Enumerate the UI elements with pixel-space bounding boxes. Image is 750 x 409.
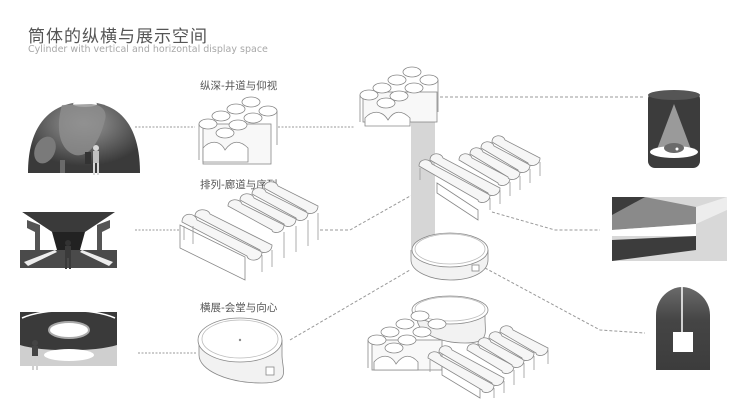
connector-vault-to-stack [320,181,436,231]
label-vertical: 纵深-井道与仰视 [200,80,278,92]
render-oculus-hall [20,309,117,370]
combined-round-hall [411,295,489,344]
cylinder-light-cone-icon [648,90,700,168]
combined-cylinder-cluster [367,310,447,371]
corridor-perspective-icon [612,197,727,261]
stack-cylinder-cluster [359,66,439,127]
connector-right-arrangement [491,211,600,231]
render-arched-corridor [20,212,117,270]
combined-plan [367,295,549,399]
person-figure [65,240,71,269]
module-vault-row [179,181,319,281]
module-cylinder-cluster [198,96,278,165]
person-figure [85,145,99,175]
module-round-hall [197,317,284,384]
page-title: 筒体的纵横与展示空间 [28,27,208,47]
label-horizontal: 横展-会堂与向心 [200,302,278,314]
combined-vault-row [427,325,549,399]
stack-column [411,110,435,250]
connectors-middle [278,126,436,341]
connector-hall-to-stack [289,269,411,341]
person-figure [32,340,38,370]
connector-right-horizontal [484,267,646,334]
connectors-left [135,126,197,354]
render-dome-interior [28,101,140,175]
stack-vault-row [418,135,541,221]
stack-round-hall [410,232,489,281]
arch-opening-icon [656,287,710,370]
page-subtitle: Cylinder with vertical and horizontal di… [28,44,268,55]
connectors-right [440,96,646,334]
